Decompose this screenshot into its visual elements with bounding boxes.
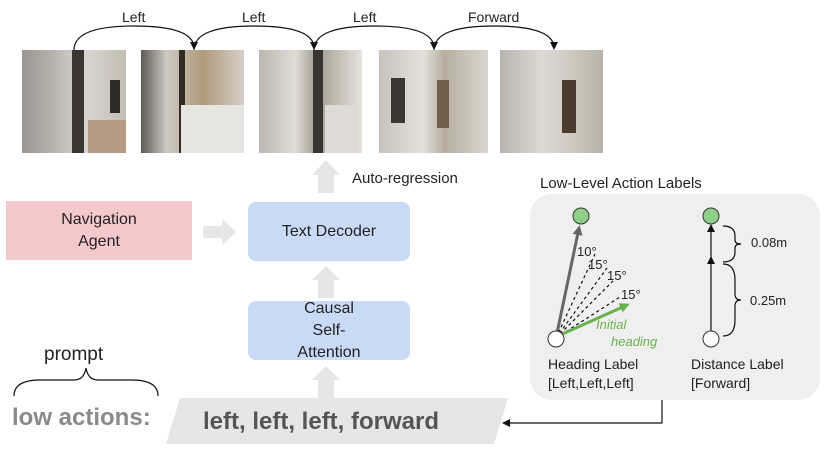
text-decoder-box: Text Decoder xyxy=(248,202,410,261)
frame-action-label-2: Left xyxy=(242,9,266,25)
frame-action-label-3: Left xyxy=(353,9,377,25)
heading-angle-4: 15° xyxy=(621,287,641,302)
distance-brace-lower xyxy=(722,263,742,337)
prompt-bar xyxy=(166,398,508,444)
frame-action-label-1: Left xyxy=(122,9,146,25)
arrow-attention-to-decoder xyxy=(312,266,340,298)
text-decoder-label: Text Decoder xyxy=(281,222,377,240)
frame-image-2 xyxy=(141,50,244,153)
frame-image-1 xyxy=(22,50,126,153)
transition-arc-4 xyxy=(433,25,558,51)
heading-start-node xyxy=(547,330,565,348)
auto-regression-label: Auto-regression xyxy=(352,170,458,187)
distance-value-upper: 0.08m xyxy=(751,235,788,250)
arrow-prompt-to-attention xyxy=(312,366,340,398)
action-labels-panel xyxy=(530,194,820,400)
frame-image-4 xyxy=(379,50,488,153)
action-sequence-text: left, left, left, forward xyxy=(203,408,440,435)
heading-arrow-target xyxy=(554,225,583,339)
initial-heading-line-2: heading xyxy=(611,334,658,349)
distance-value-lower: 0.25m xyxy=(750,293,787,308)
distance-goal-node xyxy=(702,207,720,225)
initial-heading-arrow xyxy=(557,303,630,338)
arrow-decoder-to-frames xyxy=(312,160,340,193)
navigation-agent-label: Navigation Agent xyxy=(61,210,137,250)
heading-angle-3: 15° xyxy=(607,268,627,283)
frame-image-5 xyxy=(500,50,603,153)
heading-goal-node xyxy=(572,207,590,225)
heading-angle-1: 10° xyxy=(577,244,597,259)
distance-brace-upper xyxy=(722,225,742,263)
transition-arc-2 xyxy=(193,25,318,51)
distance-label-title: Distance Label xyxy=(691,356,784,372)
arrow-agent-to-decoder xyxy=(203,219,236,245)
heading-label-title: Heading Label xyxy=(548,356,639,372)
prompt-label: prompt xyxy=(44,344,104,365)
frame-action-label-4: Forward xyxy=(468,9,520,25)
heading-ray-3 xyxy=(555,280,614,339)
transition-arc-1 xyxy=(73,25,198,51)
causal-attention-box: Causal Self-Attention xyxy=(248,300,410,361)
heading-ray-2 xyxy=(555,267,608,339)
prompt-brace xyxy=(13,367,159,397)
transition-arc-3 xyxy=(313,25,438,51)
heading-label-value: [Left,Left,Left] xyxy=(548,375,634,391)
heading-angle-2: 15° xyxy=(588,257,608,272)
frame-image-3 xyxy=(259,50,362,153)
distance-label-value: [Forward] xyxy=(691,375,751,391)
causal-attention-label: Causal Self-Attention xyxy=(297,299,361,361)
panel-title: Low-Level Action Labels xyxy=(540,175,702,192)
initial-heading-line-1: Initial xyxy=(596,317,627,332)
panel-to-prompt-connector xyxy=(502,398,663,427)
distance-start-node xyxy=(702,330,720,348)
navigation-agent-box: Navigation Agent xyxy=(6,201,192,260)
low-actions-label: low actions: xyxy=(12,404,151,431)
